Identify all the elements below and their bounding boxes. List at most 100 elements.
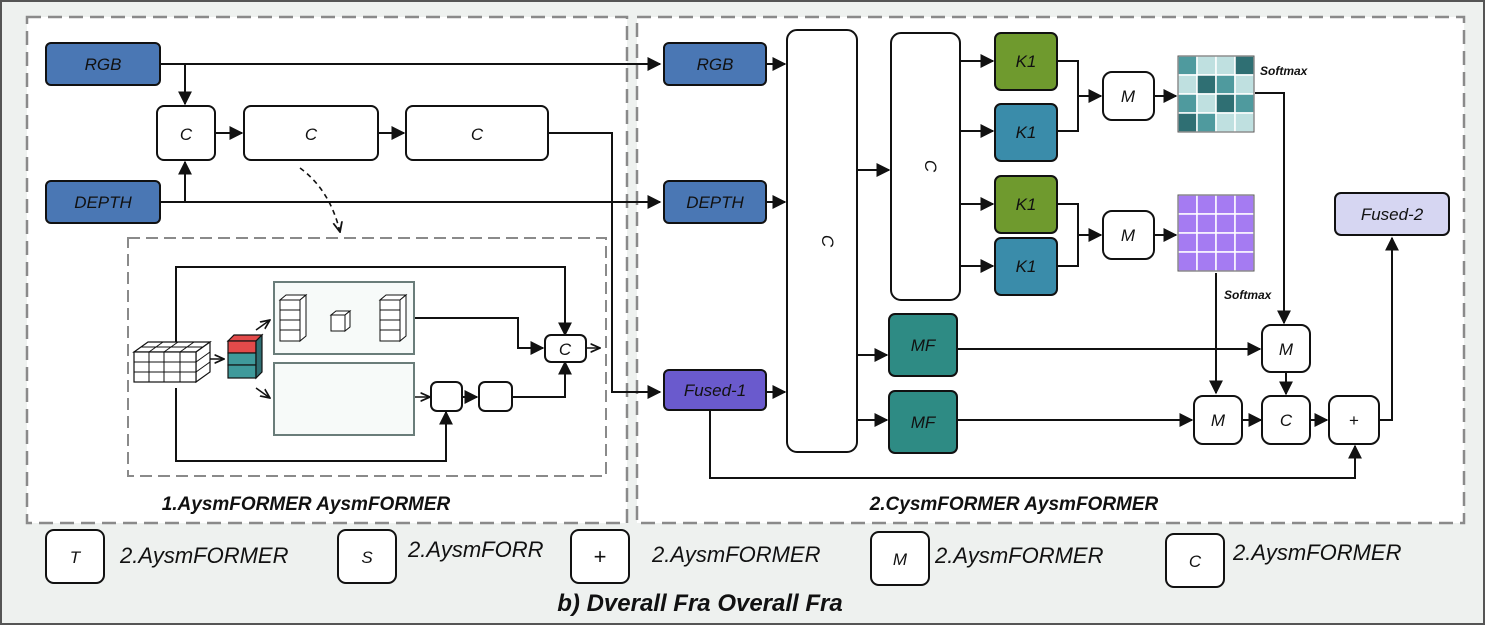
edge-k1-pair-top-to-m (1057, 60, 1101, 132)
grid-cell (1215, 213, 1236, 234)
grid-cell (1215, 74, 1236, 95)
grid-cell (1196, 213, 1217, 234)
grid-cell (1215, 112, 1236, 133)
left-concat-mid (243, 105, 379, 161)
m-node-right-top-label: M (1279, 340, 1294, 359)
inset-top-to-c (414, 317, 545, 355)
legend-symbol-m (870, 531, 930, 586)
inset-bottom-box (273, 362, 415, 436)
mid-concat-label: C (921, 160, 940, 173)
mf-node-bottom (888, 390, 958, 454)
left-rgb-node (45, 42, 161, 86)
legend-symbol-plus-text: + (594, 544, 607, 569)
grid-cell (1177, 232, 1198, 253)
edge-k1-pair-bottom-to-m (1057, 203, 1101, 267)
mf-node-top-label: MF (911, 336, 937, 355)
grid-cell (1177, 55, 1198, 76)
mf-node-top (888, 313, 958, 377)
grid-cell (1234, 213, 1255, 234)
attention-grid-bottom (1177, 194, 1255, 272)
cube-small-center (329, 309, 352, 333)
left-rgb-label: RGB (85, 55, 122, 74)
legend-symbol-t (45, 529, 105, 584)
left-section-panel (25, 15, 629, 525)
fused1-node (663, 369, 767, 411)
inset-detail-panel (127, 237, 607, 477)
grid-cell (1177, 194, 1198, 215)
legend-symbol-c-text: C (1189, 552, 1202, 571)
softmax-bottom-label: Softmax (1224, 288, 1273, 302)
softmax-top-label: Softmax (1260, 64, 1309, 78)
grid-cell (1234, 232, 1255, 253)
right-depth-label: DEPTH (686, 193, 744, 212)
inset-small-box-1 (430, 381, 463, 412)
big-concat-node (786, 29, 858, 453)
grid-cell (1196, 232, 1217, 253)
left-section-title: 1.AysmFORMER AysmFORMER (162, 494, 451, 515)
figure-caption: b) Dverall Fra Overall Fra (557, 590, 842, 617)
edge-plus-to-fused2 (1379, 236, 1399, 421)
inset-stack-down (255, 387, 270, 398)
mid-concat-node (890, 32, 961, 301)
cube-stack-left (278, 293, 308, 343)
grid-cell (1177, 112, 1198, 133)
k1-label-c: K1 (1016, 195, 1037, 214)
inset-concat-node (544, 334, 587, 363)
grid-cell (1215, 232, 1236, 253)
grid-cell (1196, 194, 1217, 215)
inset-small-to-c (512, 360, 572, 398)
grid-cell (1196, 251, 1217, 272)
m-node-top-label: M (1121, 87, 1136, 106)
grid-cell (1215, 251, 1236, 272)
mf-node-bottom-label: MF (911, 413, 937, 432)
legend-symbol-t-text: T (70, 548, 82, 567)
grid-cell (1234, 74, 1255, 95)
left-concat-small-label: C (180, 125, 193, 144)
grid-cell (1234, 55, 1255, 76)
m-node-right-bottom (1193, 395, 1243, 445)
right-rgb-node (663, 42, 767, 86)
feature-grid-cube (132, 340, 212, 384)
legend-symbol-plus (570, 529, 630, 584)
m-node-right-bottom-label: M (1211, 411, 1226, 430)
left-depth-node (45, 180, 161, 224)
grid-border (1177, 194, 1255, 272)
legend-label-s: 2.AysmFORR (407, 537, 544, 562)
c-node-right-label: C (1280, 411, 1293, 430)
grid-cell (1234, 194, 1255, 215)
grid-cell (1177, 93, 1198, 114)
left-depth-label: DEPTH (74, 193, 132, 212)
left-concat-right (405, 105, 549, 161)
legend-label-plus: 2.AysmFORMER (651, 542, 821, 567)
legend-symbol-s (337, 529, 397, 584)
inset-small-box-2 (478, 381, 513, 412)
legend: T 2.AysmFORMER S 2.AysmFORR + 2.AysmFORM… (45, 529, 1402, 588)
grid-cell (1196, 55, 1217, 76)
attention-grid-top (1177, 55, 1255, 133)
edge-softmax-top-to-m (1255, 92, 1291, 325)
legend-label-c: 2.AysmFORMER (1232, 540, 1402, 565)
grid-cell (1215, 93, 1236, 114)
k1-label-d: K1 (1016, 257, 1037, 276)
m-node-mid-label: M (1121, 226, 1136, 245)
left-concat-small (156, 105, 216, 161)
colored-stack-cube (226, 333, 264, 380)
k1-node-d (994, 237, 1058, 296)
grid-cell (1196, 74, 1217, 95)
fused2-node (1334, 192, 1450, 236)
k1-node-c (994, 175, 1058, 234)
k1-node-a (994, 32, 1058, 91)
grid-cell (1196, 93, 1217, 114)
grid-cell (1215, 194, 1236, 215)
legend-symbol-s-text: S (361, 548, 373, 567)
left-concat-right-label: C (471, 125, 484, 144)
inset-bottom-skip (175, 388, 453, 462)
inset-stack-up (255, 320, 270, 331)
big-concat-label: C (818, 235, 837, 248)
fused1-label: Fused-1 (684, 381, 746, 400)
left-section: RGB DEPTH C C C (45, 42, 662, 515)
grid-cell (1234, 93, 1255, 114)
legend-symbol-c (1165, 533, 1225, 588)
right-section: RGB DEPTH Fused-1 C C K1 K1 K1 K1 M M So… (663, 29, 1450, 515)
